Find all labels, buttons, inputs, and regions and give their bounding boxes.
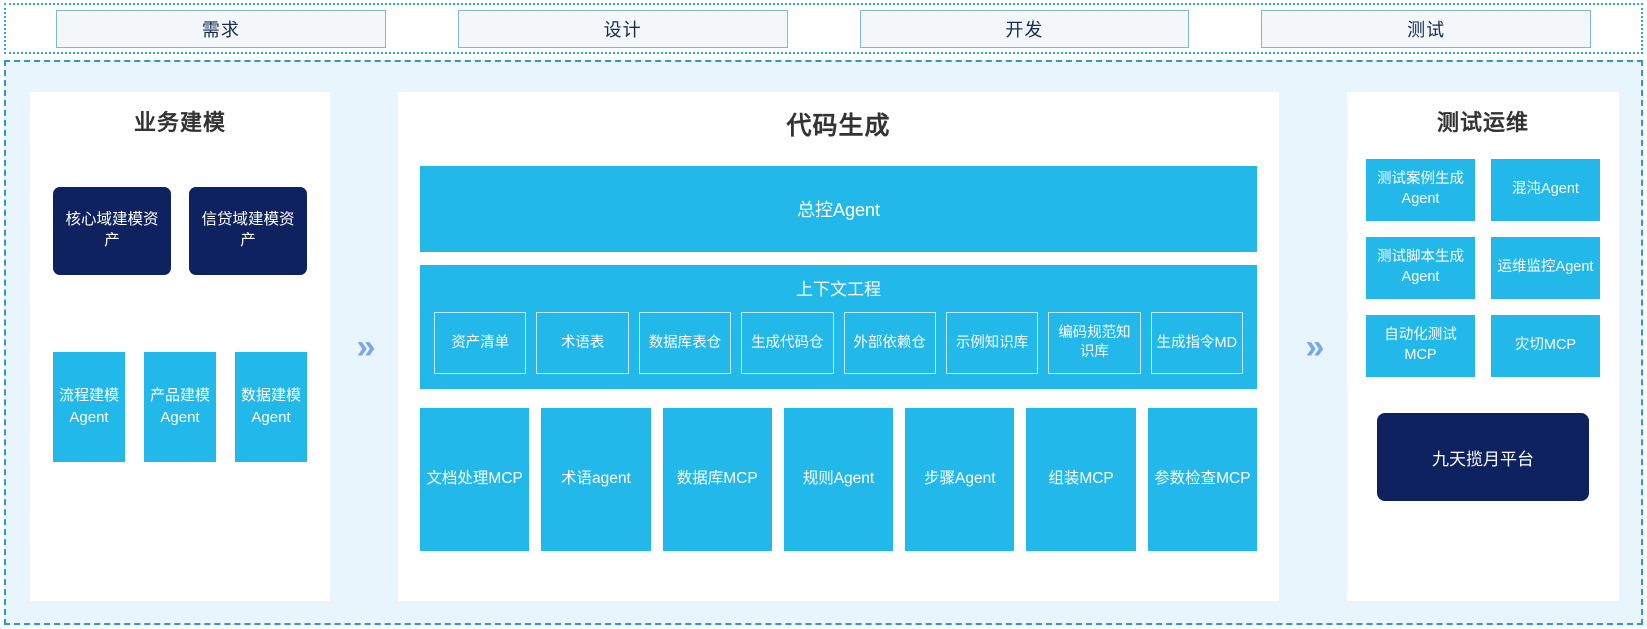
context-box-db-table-repo[interactable]: 数据库表仓 bbox=[638, 312, 732, 374]
phase-label: 设计 bbox=[603, 19, 642, 40]
context-box-example-knowledge-base[interactable]: 示例知识库 bbox=[945, 312, 1039, 374]
tool-card-document-processing-mcp[interactable]: 文档处理MCP bbox=[420, 408, 530, 551]
phase-label: 测试 bbox=[1407, 19, 1446, 40]
business-agent-row: 流程建模Agent 产品建模Agent 数据建模Agent bbox=[30, 352, 330, 462]
tool-card-step-agent[interactable]: 步骤Agent bbox=[905, 408, 1015, 551]
tool-card-glossary-agent[interactable]: 术语agent bbox=[541, 408, 651, 551]
context-box-generated-code-repo[interactable]: 生成代码仓 bbox=[741, 312, 834, 374]
main-architecture-area: 业务建模 核心域建模资产 信贷域建模资产 流程建模Agent 产品建模Agent… bbox=[4, 60, 1643, 625]
phase-box-development[interactable]: 开发 bbox=[859, 9, 1190, 48]
master-agent-band[interactable]: 总控Agent bbox=[420, 166, 1257, 252]
panel-title-business-modeling: 业务建模 bbox=[133, 110, 226, 135]
phase-box-requirements[interactable]: 需求 bbox=[56, 9, 386, 48]
arrow-cell-center-to-right: » bbox=[1279, 92, 1347, 601]
context-box-coding-standard-knowledge-base[interactable]: 编码规范知识库 bbox=[1048, 312, 1141, 374]
asset-card-core-domain[interactable]: 核心域建模资产 bbox=[53, 187, 171, 275]
context-engineering-band: 上下文工程 资产清单 术语表 数据库表仓 生成代码仓 外部依赖仓 示例知识库 编… bbox=[420, 265, 1257, 389]
context-box-external-dependency-repo[interactable]: 外部依赖仓 bbox=[843, 312, 936, 374]
panel-title-code-generation: 代码生成 bbox=[786, 112, 891, 140]
test-card-ops-monitoring-agent[interactable]: 运维监控Agent bbox=[1491, 237, 1600, 299]
context-engineering-title: 上下文工程 bbox=[796, 280, 881, 299]
test-operations-grid: 测试案例生成Agent 混沌Agent 测试脚本生成Agent 运维监控Agen… bbox=[1347, 159, 1619, 377]
context-box-asset-list[interactable]: 资产清单 bbox=[434, 312, 527, 374]
platform-card-jiutian-lanyue[interactable]: 九天揽月平台 bbox=[1377, 413, 1589, 501]
tool-row: 文档处理MCP 术语agent 数据库MCP 规则Agent 步骤Agent 组… bbox=[420, 408, 1257, 551]
code-generation-content: 总控Agent 上下文工程 资产清单 术语表 数据库表仓 生成代码仓 外部依赖仓… bbox=[398, 166, 1279, 551]
agent-card-data-modeling[interactable]: 数据建模Agent bbox=[235, 352, 307, 462]
agent-card-product-modeling[interactable]: 产品建模Agent bbox=[144, 352, 216, 462]
phase-strip: 需求 设计 开发 测试 bbox=[4, 3, 1643, 54]
asset-card-credit-domain[interactable]: 信贷域建模资产 bbox=[189, 187, 307, 275]
arrow-cell-left-to-center: » bbox=[330, 92, 398, 601]
tool-card-assembly-mcp[interactable]: 组装MCP bbox=[1026, 408, 1136, 551]
phase-label: 需求 bbox=[201, 19, 240, 40]
panel-code-generation: 代码生成 总控Agent 上下文工程 资产清单 术语表 数据库表仓 生成代码仓 … bbox=[398, 92, 1279, 601]
test-card-disaster-switch-mcp[interactable]: 灾切MCP bbox=[1491, 315, 1600, 377]
double-chevron-right-icon: » bbox=[1305, 327, 1325, 366]
test-card-automation-test-mcp[interactable]: 自动化测试MCP bbox=[1366, 315, 1475, 377]
test-card-chaos-agent[interactable]: 混沌Agent bbox=[1491, 159, 1600, 221]
agent-card-process-modeling[interactable]: 流程建模Agent bbox=[53, 352, 125, 462]
panel-business-modeling: 业务建模 核心域建模资产 信贷域建模资产 流程建模Agent 产品建模Agent… bbox=[30, 92, 330, 601]
context-box-generation-instruction-md[interactable]: 生成指令MD bbox=[1150, 312, 1243, 374]
context-box-glossary[interactable]: 术语表 bbox=[536, 312, 629, 374]
phase-box-testing[interactable]: 测试 bbox=[1261, 9, 1591, 48]
master-agent-label: 总控Agent bbox=[796, 200, 881, 220]
business-asset-row: 核心域建模资产 信贷域建模资产 bbox=[30, 187, 330, 275]
double-chevron-right-icon: » bbox=[356, 327, 376, 366]
panel-test-operations: 测试运维 测试案例生成Agent 混沌Agent 测试脚本生成Agent 运维监… bbox=[1347, 92, 1619, 601]
tool-card-rule-agent[interactable]: 规则Agent bbox=[783, 408, 894, 551]
tool-card-database-mcp[interactable]: 数据库MCP bbox=[662, 408, 772, 551]
context-engineering-row: 资产清单 术语表 数据库表仓 生成代码仓 外部依赖仓 示例知识库 编码规范知识库… bbox=[434, 312, 1243, 374]
tool-card-parameter-check-mcp[interactable]: 参数检查MCP bbox=[1147, 408, 1257, 551]
phase-label: 开发 bbox=[1005, 19, 1044, 40]
test-card-case-generation-agent[interactable]: 测试案例生成Agent bbox=[1366, 159, 1475, 221]
panel-title-test-operations: 测试运维 bbox=[1436, 110, 1529, 135]
phase-box-design[interactable]: 设计 bbox=[457, 9, 788, 48]
test-card-script-generation-agent[interactable]: 测试脚本生成Agent bbox=[1366, 237, 1475, 299]
